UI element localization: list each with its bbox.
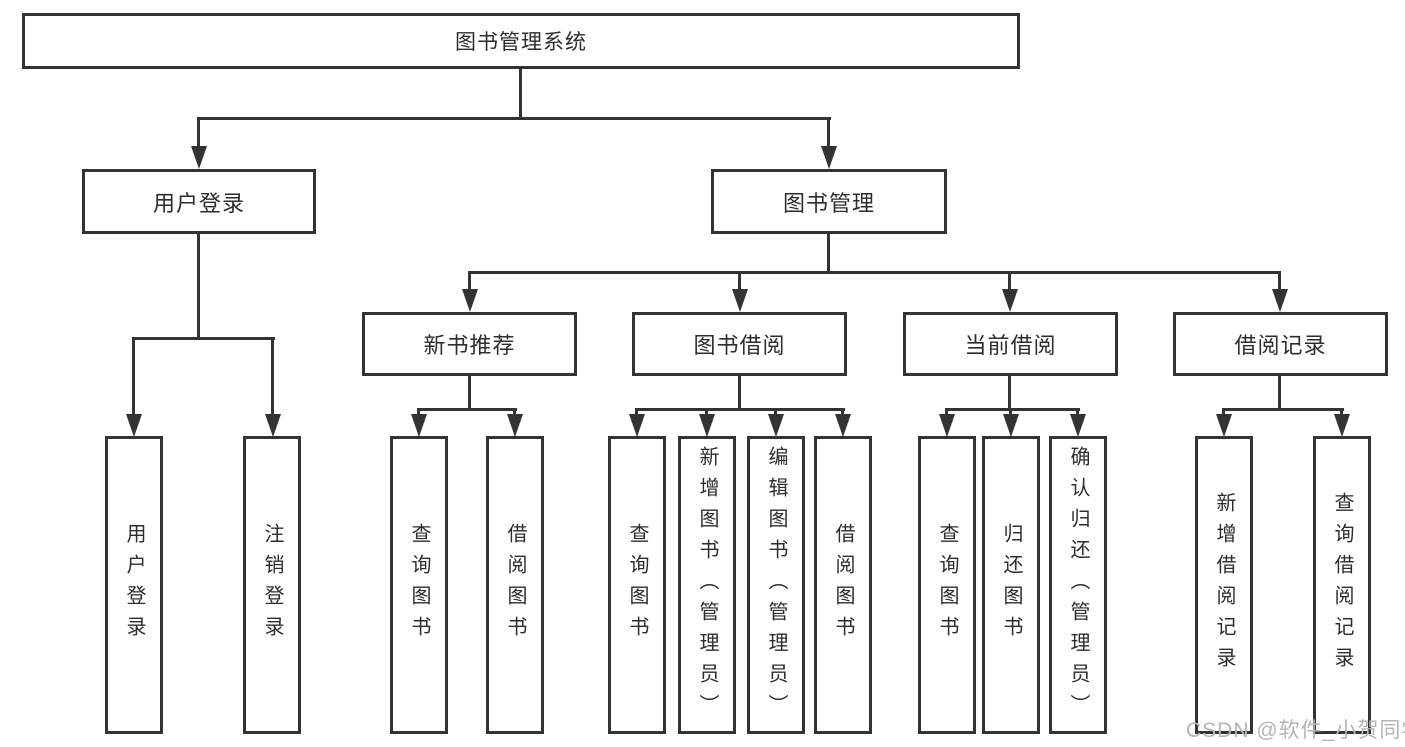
connector-line: [417, 408, 517, 411]
leaf-label: 新增图书（管理员）: [696, 445, 718, 725]
connector-line: [468, 271, 1281, 274]
leaf-box-edit-book-admin: 编辑图书（管理员）: [747, 436, 805, 734]
leaf-box-query-books-recommend: 查询图书: [390, 436, 448, 734]
connector-line: [417, 408, 420, 417]
arrow-down-icon: [462, 289, 478, 312]
connector-line: [1008, 271, 1011, 292]
level2-box-user-login: 用户登录: [82, 169, 316, 234]
leaf-box-user-login: 用户登录: [105, 436, 163, 734]
leaf-label: 归还图书: [1000, 523, 1022, 647]
connector-line: [1222, 408, 1225, 417]
arrow-down-icon: [265, 414, 281, 437]
connector-line: [635, 408, 845, 411]
connector-line: [945, 408, 1080, 411]
leaf-box-return-books: 归还图书: [982, 436, 1040, 734]
csdn-watermark: CSDN @软件_小贺同学: [1186, 719, 1405, 742]
connector-line: [1278, 376, 1281, 410]
arrow-down-icon: [629, 414, 645, 437]
arrow-down-icon: [1002, 289, 1018, 312]
leaf-label: 注销登录: [261, 523, 283, 647]
leaf-label: 查询借阅记录: [1331, 492, 1353, 678]
connector-line: [738, 376, 741, 410]
arrow-down-icon: [699, 414, 715, 437]
leaf-label: 查询图书: [936, 523, 958, 647]
connector-line: [519, 69, 522, 120]
arrow-down-icon: [835, 414, 851, 437]
connector-line: [1340, 408, 1343, 417]
level3-box-book-borrowing: 图书借阅: [632, 312, 847, 376]
connector-line: [468, 271, 471, 292]
connector-line: [1076, 408, 1079, 417]
arrow-down-icon: [191, 146, 207, 169]
leaf-box-add-borrow-record: 新增借阅记录: [1195, 436, 1253, 734]
leaf-label: 用户登录: [123, 523, 145, 647]
level3-box-new-book-recommendation: 新书推荐: [362, 312, 577, 376]
connector-line: [738, 271, 741, 292]
connector-line: [513, 408, 516, 417]
connector-line: [1222, 408, 1344, 411]
leaf-label: 借阅图书: [504, 523, 526, 647]
leaf-label: 新增借阅记录: [1213, 492, 1235, 678]
level3-box-borrowing-records: 借阅记录: [1173, 312, 1388, 376]
leaf-box-confirm-return-admin: 确认归还（管理员）: [1049, 436, 1107, 734]
arrow-down-icon: [939, 414, 955, 437]
connector-line: [468, 376, 471, 410]
leaf-label: 确认归还（管理员）: [1067, 445, 1089, 725]
arrow-down-icon: [507, 414, 523, 437]
connector-line: [1278, 271, 1281, 292]
arrow-down-icon: [1216, 414, 1232, 437]
leaf-label: 编辑图书（管理员）: [765, 445, 787, 725]
leaf-label: 查询图书: [408, 523, 430, 647]
connector-line: [841, 408, 844, 417]
leaf-box-query-books-borrowing: 查询图书: [608, 436, 666, 734]
arrow-down-icon: [126, 414, 142, 437]
arrow-down-icon: [732, 289, 748, 312]
connector-line: [132, 337, 275, 340]
arrow-down-icon: [411, 414, 427, 437]
connector-line: [132, 337, 135, 416]
connector-line: [635, 408, 638, 417]
leaf-label: 借阅图书: [832, 523, 854, 647]
connector-line: [774, 408, 777, 417]
arrow-down-icon: [1070, 414, 1086, 437]
arrow-down-icon: [1003, 414, 1019, 437]
connector-line: [271, 337, 274, 416]
connector-line: [197, 234, 200, 340]
connector-line: [827, 234, 830, 274]
leaf-box-add-book-admin: 新增图书（管理员）: [678, 436, 736, 734]
arrow-down-icon: [1334, 414, 1350, 437]
connector-line: [197, 117, 200, 148]
level2-box-book-management: 图书管理: [711, 169, 947, 234]
leaf-box-query-borrow-record: 查询借阅记录: [1313, 436, 1371, 734]
connector-line: [705, 408, 708, 417]
leaf-label: 查询图书: [626, 523, 648, 647]
root-box-library-management-system: 图书管理系统: [22, 13, 1020, 69]
leaf-box-query-books-current: 查询图书: [918, 436, 976, 734]
connector-line: [827, 117, 830, 148]
connector-line: [945, 408, 948, 417]
leaf-box-borrow-books-recommend: 借阅图书: [486, 436, 544, 734]
connector-line: [1008, 376, 1011, 410]
leaf-box-borrow-books: 借阅图书: [814, 436, 872, 734]
connector-line: [197, 117, 831, 120]
arrow-down-icon: [1272, 289, 1288, 312]
level3-box-current-borrowing: 当前借阅: [903, 312, 1118, 376]
leaf-box-logout: 注销登录: [243, 436, 301, 734]
arrow-down-icon: [768, 414, 784, 437]
arrow-down-icon: [821, 146, 837, 169]
connector-line: [1009, 408, 1012, 417]
